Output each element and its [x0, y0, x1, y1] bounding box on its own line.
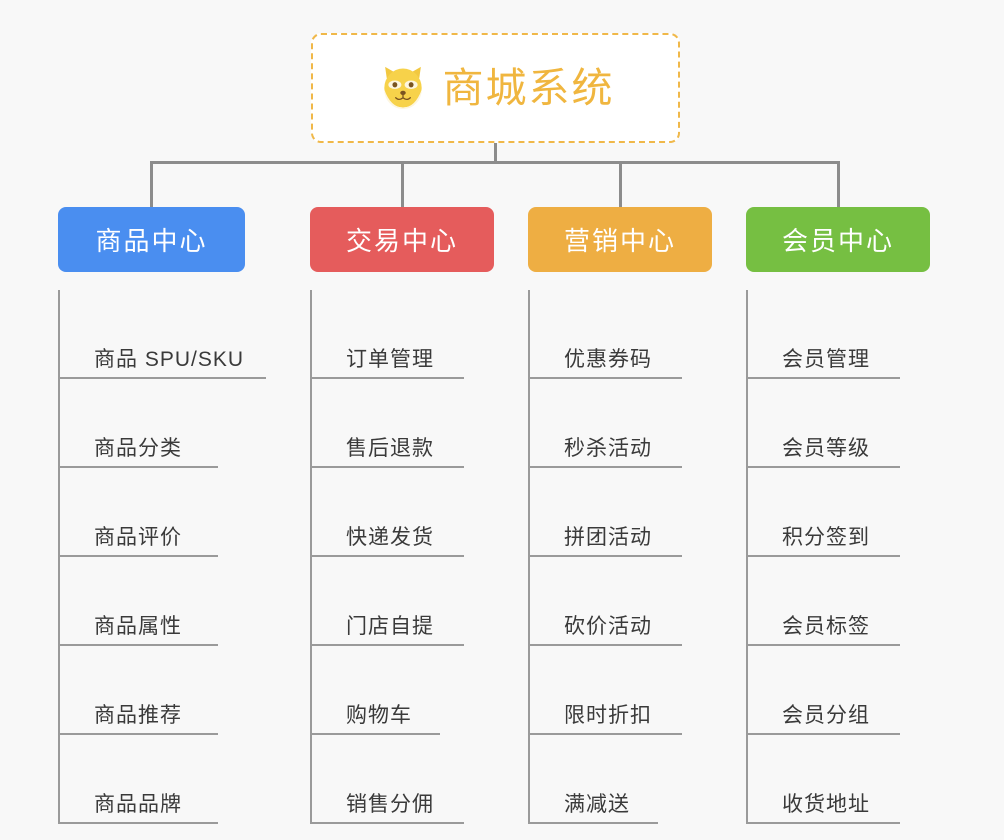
- branch-header-label: 营销中心: [563, 226, 676, 256]
- leaf-label: 订单管理: [346, 348, 434, 371]
- leaf-label: 商品属性: [94, 615, 182, 638]
- leaf-label: 销售分佣: [346, 793, 434, 816]
- list-item[interactable]: 砍价活动: [530, 557, 712, 646]
- list-item[interactable]: 销售分佣: [312, 735, 494, 824]
- branch-header-product[interactable]: 商品中心: [58, 207, 245, 272]
- leaf-label: 会员分组: [782, 704, 870, 727]
- list-item[interactable]: 会员管理: [748, 290, 930, 379]
- list-item[interactable]: 会员等级: [748, 379, 930, 468]
- root-node[interactable]: 商城系统: [311, 33, 680, 143]
- leaf-label: 砍价活动: [564, 615, 652, 638]
- leaf-label: 商品品牌: [94, 793, 182, 816]
- list-item[interactable]: 收货地址: [748, 735, 930, 824]
- branch-column-marketing: 营销中心 优惠券码 秒杀活动 拼团活动 砍价活动 限时折扣 满减送: [528, 207, 712, 824]
- list-item[interactable]: 订单管理: [312, 290, 494, 379]
- branch-column-member: 会员中心 会员管理 会员等级 积分签到 会员标签 会员分组 收货地址: [746, 207, 930, 824]
- list-item[interactable]: 快递发货: [312, 468, 494, 557]
- branch-header-label: 交易中心: [345, 226, 458, 256]
- leaf-list-trade: 订单管理 售后退款 快递发货 门店自提 购物车 销售分佣: [310, 290, 494, 824]
- list-item[interactable]: 商品属性: [60, 557, 245, 646]
- leaf-label: 秒杀活动: [564, 437, 652, 460]
- leaf-label: 门店自提: [346, 615, 434, 638]
- branch-header-label: 会员中心: [781, 226, 894, 256]
- leaf-label: 商品评价: [94, 526, 182, 549]
- leaf-label: 优惠券码: [564, 348, 652, 371]
- leaf-list-product: 商品 SPU/SKU 商品分类 商品评价 商品属性 商品推荐 商品品牌: [58, 290, 266, 824]
- leaf-list-member: 会员管理 会员等级 积分签到 会员标签 会员分组 收货地址: [746, 290, 930, 824]
- branch-column-trade: 交易中心 订单管理 售后退款 快递发货 门店自提 购物车 销售分佣: [310, 207, 494, 824]
- branch-column-product: 商品中心 商品 SPU/SKU 商品分类 商品评价 商品属性 商品推荐 商品品牌: [58, 207, 266, 824]
- list-item[interactable]: 商品推荐: [60, 646, 245, 735]
- branch-header-marketing[interactable]: 营销中心: [528, 207, 712, 272]
- leaf-label: 拼团活动: [564, 526, 652, 549]
- list-item[interactable]: 拼团活动: [530, 468, 712, 557]
- leaf-list-marketing: 优惠券码 秒杀活动 拼团活动 砍价活动 限时折扣 满减送: [528, 290, 712, 824]
- branch-header-label: 商品中心: [95, 226, 208, 256]
- branch-header-member[interactable]: 会员中心: [746, 207, 930, 272]
- connector-drop-1: [150, 163, 153, 208]
- list-item[interactable]: 售后退款: [312, 379, 494, 468]
- leaf-label: 满减送: [564, 793, 630, 816]
- root-title: 商城系统: [442, 64, 615, 111]
- connector-drop-2: [401, 163, 404, 208]
- leaf-label: 商品分类: [94, 437, 182, 460]
- branch-header-trade[interactable]: 交易中心: [310, 207, 494, 272]
- list-item[interactable]: 积分签到: [748, 468, 930, 557]
- leaf-label: 收货地址: [782, 793, 870, 816]
- connector-drop-3: [619, 163, 622, 208]
- list-item[interactable]: 商品分类: [60, 379, 245, 468]
- connector-drop-4: [837, 163, 840, 208]
- leaf-label: 售后退款: [346, 437, 434, 460]
- list-item[interactable]: 商品评价: [60, 468, 245, 557]
- list-item[interactable]: 商品品牌: [60, 735, 245, 824]
- leaf-label: 会员等级: [782, 437, 870, 460]
- leaf-label: 积分签到: [782, 526, 870, 549]
- leaf-label: 限时折扣: [564, 704, 652, 727]
- list-item[interactable]: 满减送: [530, 735, 712, 824]
- leaf-label: 会员标签: [782, 615, 870, 638]
- list-item[interactable]: 购物车: [312, 646, 494, 735]
- list-item[interactable]: 门店自提: [312, 557, 494, 646]
- connector-horizontal-bus: [150, 161, 840, 164]
- dog-face-icon: [383, 66, 422, 110]
- list-item[interactable]: 会员标签: [748, 557, 930, 646]
- list-item[interactable]: 商品 SPU/SKU: [60, 290, 266, 379]
- list-item[interactable]: 优惠券码: [530, 290, 712, 379]
- leaf-label: 会员管理: [782, 348, 870, 371]
- leaf-label: 商品推荐: [94, 704, 182, 727]
- leaf-label: 购物车: [346, 704, 412, 727]
- leaf-label: 商品 SPU/SKU: [94, 348, 245, 371]
- connector-root-stem: [494, 143, 497, 163]
- list-item[interactable]: 会员分组: [748, 646, 930, 735]
- leaf-label: 快递发货: [346, 526, 434, 549]
- list-item[interactable]: 限时折扣: [530, 646, 712, 735]
- list-item[interactable]: 秒杀活动: [530, 379, 712, 468]
